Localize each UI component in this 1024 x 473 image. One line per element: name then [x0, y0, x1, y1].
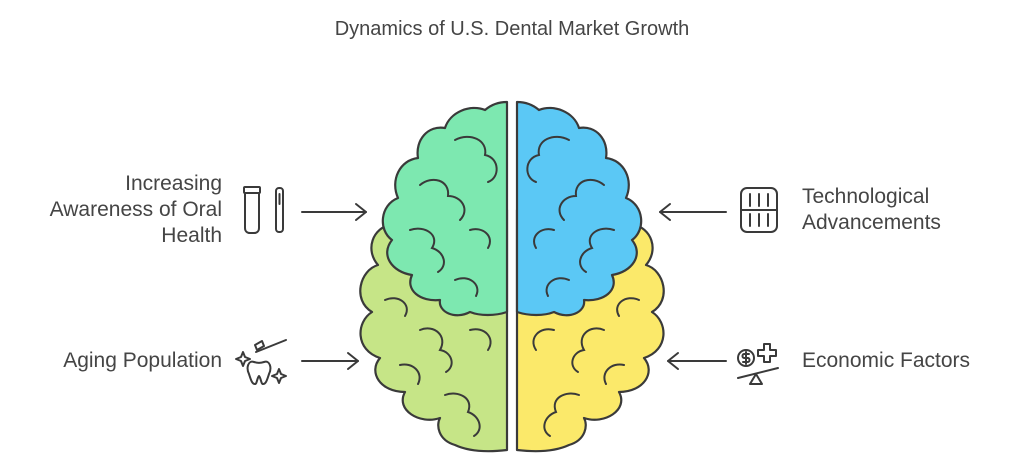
teeth-dentures-icon	[740, 187, 778, 233]
diagram-title: Dynamics of U.S. Dental Market Growth	[334, 18, 690, 40]
arrow-econ	[667, 352, 727, 370]
label-tech-line-2: Advancements	[802, 211, 941, 234]
label-awareness-line-1: Increasing	[125, 172, 222, 195]
label-econ: Economic Factors	[802, 349, 971, 372]
toothpaste-toothbrush-icon	[243, 186, 284, 234]
brain-right-top	[515, 100, 643, 317]
label-awareness: Increasing Awareness of Oral Health	[0, 171, 222, 249]
label-aging: Aging Population	[63, 349, 222, 372]
label-awareness-line-2: Awareness of Oral	[49, 198, 222, 221]
label-tech: Technological Advancements	[802, 184, 1022, 236]
arrow-tech	[659, 203, 727, 221]
money-balance-icon	[737, 343, 779, 385]
tooth-sparkle-icon	[235, 339, 287, 385]
label-tech-line-1: Technological	[802, 185, 930, 208]
label-awareness-line-3: Health	[161, 224, 222, 247]
brain-left-top	[381, 100, 509, 317]
arrow-aging	[301, 352, 359, 370]
arrow-awareness	[301, 203, 367, 221]
